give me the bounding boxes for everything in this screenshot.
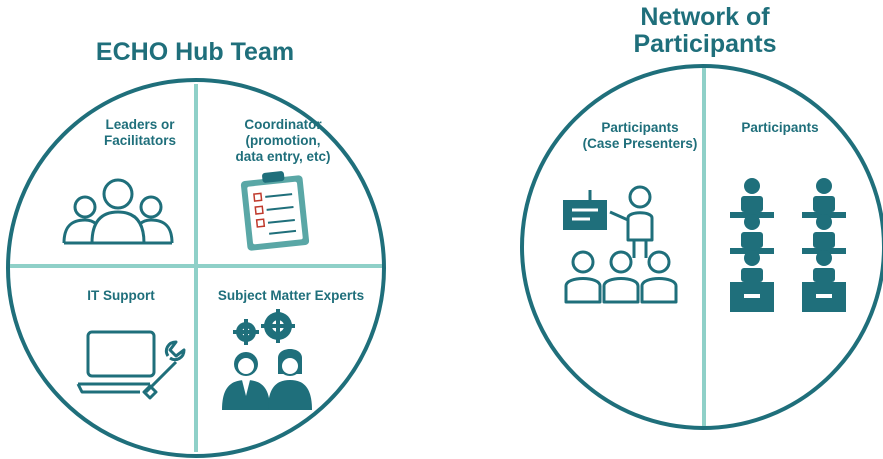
network-title-line2: Participants: [633, 30, 777, 58]
group-label-case-presenters-line1: Participants: [601, 120, 679, 135]
role-label-coordinator-line2: (promotion,: [245, 133, 321, 148]
role-label-leaders-line1: Leaders or: [105, 117, 175, 132]
laptop-wrench-icon: [76, 330, 186, 400]
experts-gears-icon: [222, 309, 312, 410]
presenter-audience-icon: [563, 185, 678, 304]
hub-title: ECHO Hub Team: [95, 38, 295, 66]
role-label-coordinator-line1: Coordinator: [244, 117, 322, 132]
clipboard-checklist-icon: [240, 171, 310, 251]
network-circle: [520, 64, 883, 430]
role-label-coordinator-line3: data entry, etc): [235, 149, 331, 164]
role-label-it-support: IT Support: [87, 288, 155, 303]
group-label-participants: Participants: [741, 120, 819, 135]
seated-participants-icon: [730, 178, 846, 312]
role-label-coordinator: Coordinator (promotion, data entry, etc): [196, 117, 370, 165]
network-title-line1: Network of: [640, 3, 770, 31]
role-label-subject-matter-experts: Subject Matter Experts: [217, 288, 365, 303]
hub-circle: [6, 78, 386, 458]
group-label-case-presenters: Participants (Case Presenters): [570, 120, 710, 152]
group-label-case-presenters-line2: (Case Presenters): [582, 136, 698, 151]
people-group-icon: [62, 178, 174, 245]
role-label-leaders: Leaders or Facilitators: [70, 117, 210, 149]
role-label-leaders-line2: Facilitators: [103, 133, 177, 148]
